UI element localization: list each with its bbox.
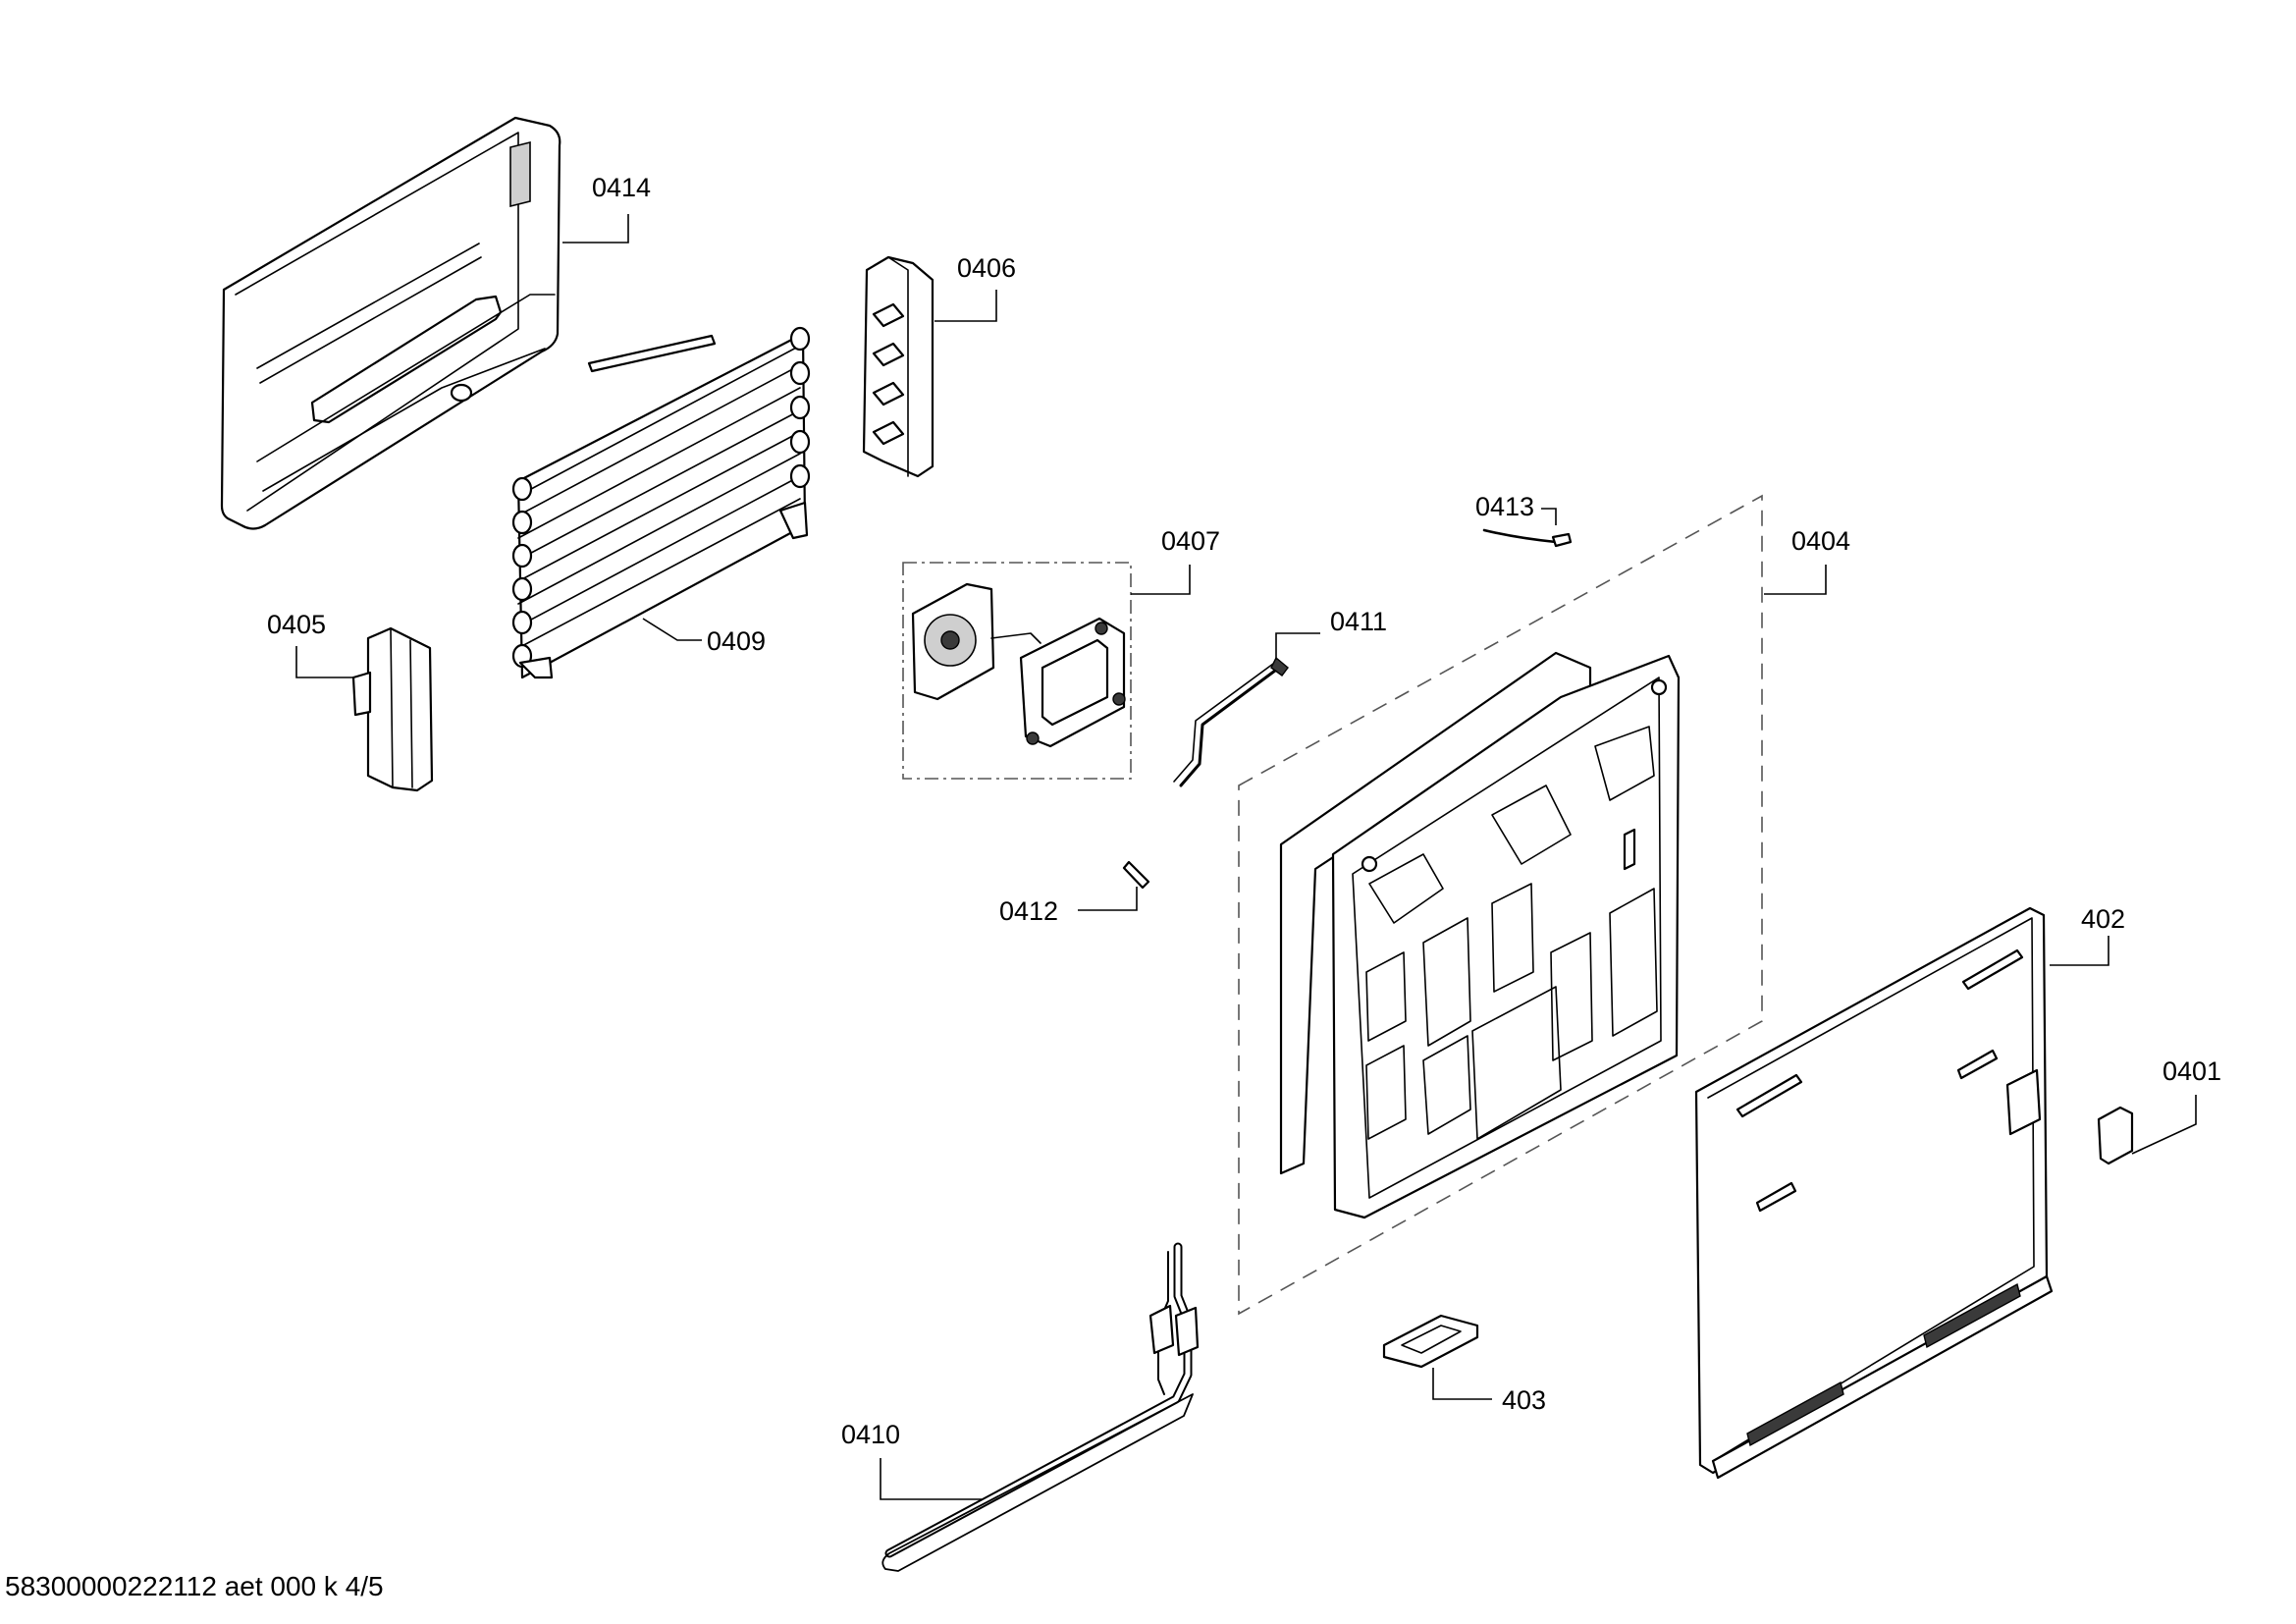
part-0406-clip-strip[interactable] [862, 255, 934, 478]
part-0405-holder[interactable] [351, 626, 434, 792]
part-0409-condenser-coil[interactable] [511, 326, 811, 679]
callout-0413: 0413 [1475, 492, 1534, 521]
part-0411-cable[interactable] [1173, 656, 1289, 787]
part-0413-wire[interactable] [1482, 528, 1573, 548]
part-0414-cover-panel[interactable] [220, 116, 561, 530]
callout-0412: 0412 [999, 896, 1058, 926]
part-0407-fan-assembly[interactable] [902, 562, 1132, 780]
part-0401-pad[interactable] [2097, 1106, 2134, 1165]
part-402-back-panel[interactable] [1694, 906, 2054, 1480]
callout-0406: 0406 [957, 253, 1016, 283]
part-0410-heater[interactable] [881, 1242, 1200, 1572]
part-0412-pin[interactable] [1122, 860, 1150, 890]
drawing-reference-footer: 58300000222112 aet 000 k 4/5 [5, 1571, 384, 1601]
callout-0411: 0411 [1330, 607, 1387, 636]
part-403-gasket[interactable] [1382, 1314, 1479, 1369]
callout-0414: 0414 [592, 173, 651, 202]
callout-0401: 0401 [2163, 1056, 2221, 1086]
callout-0409: 0409 [707, 626, 766, 656]
callout-403: 403 [1502, 1385, 1546, 1415]
callout-402: 402 [2081, 904, 2125, 934]
callout-0404: 0404 [1791, 526, 1850, 556]
callout-0407: 0407 [1161, 526, 1220, 556]
callout-0410: 0410 [841, 1420, 900, 1449]
callout-0405: 0405 [267, 610, 326, 639]
part-0404-rear-frame[interactable] [1238, 494, 1763, 1316]
